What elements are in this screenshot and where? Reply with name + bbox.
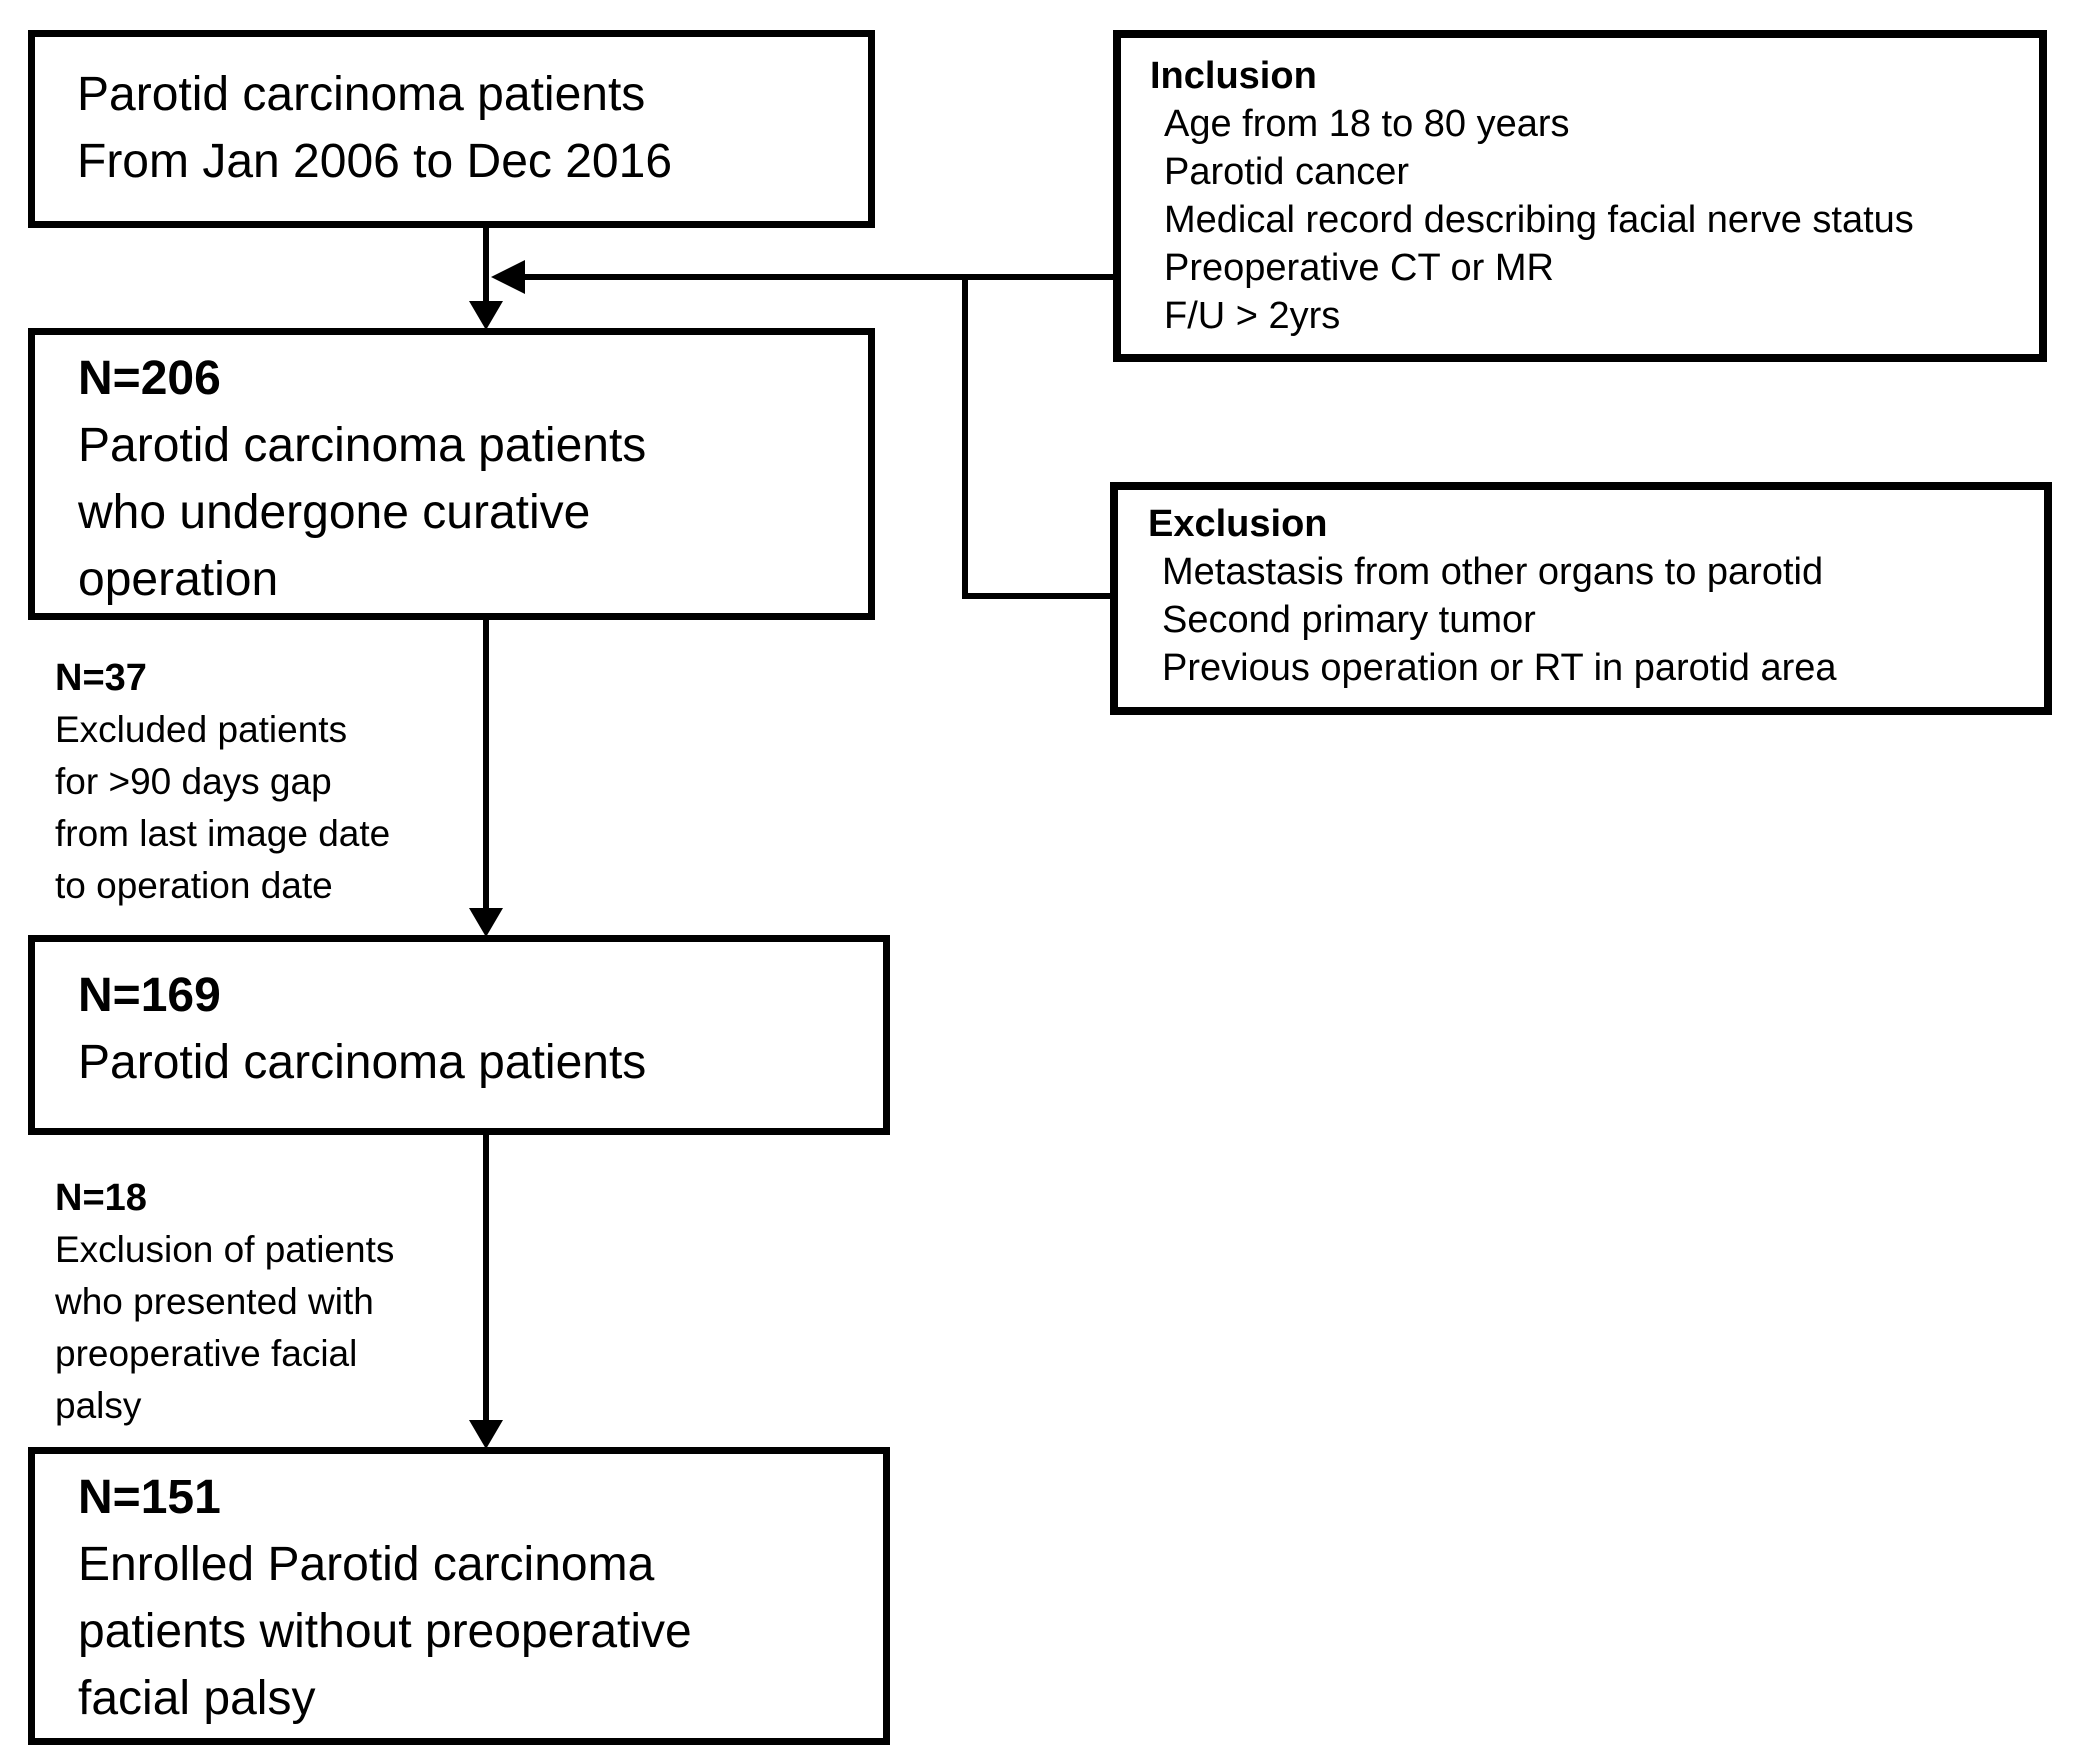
note-text-line: palsy <box>55 1385 142 1426</box>
note-text-line: from last image date <box>55 813 391 854</box>
arrow-down-icon <box>469 908 503 937</box>
box-text-line: Parotid carcinoma patients <box>77 68 646 121</box>
inclusion-item: F/U > 2yrs <box>1164 295 1341 337</box>
box-text-line: Enrolled Parotid carcinoma <box>78 1538 655 1591</box>
box-text-line: facial palsy <box>78 1672 316 1725</box>
inclusion-item: Medical record describing facial nerve s… <box>1164 199 1914 241</box>
box-text-line: Parotid carcinoma patients <box>78 419 647 472</box>
box-text-line: Parotid carcinoma patients <box>78 1036 647 1089</box>
note-text-line: for >90 days gap <box>55 761 332 802</box>
note-text-line: who presented with <box>55 1281 374 1322</box>
inclusion-item: Parotid cancer <box>1164 151 1410 193</box>
box-exclusion-criteria: Exclusion Metastasis from other organs t… <box>1110 482 2052 715</box>
note-text-line: Exclusion of patients <box>55 1229 395 1270</box>
arrow-down-icon <box>469 301 503 330</box>
note-text-line: preoperative facial <box>55 1333 358 1374</box>
note-text-line: Excluded patients <box>55 709 348 750</box>
note-excluded-gap: N=37 Excluded patients for >90 days gap … <box>55 652 390 912</box>
exclusion-item: Metastasis from other organs to parotid <box>1162 551 1824 593</box>
arrow-left-icon <box>491 260 525 294</box>
exclusion-item: Second primary tumor <box>1162 599 1536 641</box>
box-inclusion-criteria: Inclusion Age from 18 to 80 years Paroti… <box>1113 30 2047 362</box>
exclusion-connector-line <box>962 277 1110 599</box>
box-operated-cohort: N=206 Parotid carcinoma patients who und… <box>28 328 875 620</box>
exclusion-item: Previous operation or RT in parotid area <box>1162 647 1837 689</box>
arrow-down-icon <box>469 1420 503 1449</box>
excluded-count: N=18 <box>55 1177 147 1219</box>
box-n169-cohort: N=169 Parotid carcinoma patients <box>28 935 890 1135</box>
cohort-count: N=151 <box>78 1471 221 1524</box>
note-excluded-palsy: N=18 Exclusion of patients who presented… <box>55 1172 394 1432</box>
exclusion-title: Exclusion <box>1148 503 1328 545</box>
cohort-count: N=206 <box>78 352 221 405</box>
note-text-line: to operation date <box>55 865 333 906</box>
excluded-count: N=37 <box>55 657 147 699</box>
box-text-line: patients without preoperative <box>78 1605 692 1658</box>
box-initial-cohort: Parotid carcinoma patients From Jan 2006… <box>28 30 875 228</box>
inclusion-item: Age from 18 to 80 years <box>1164 103 1570 145</box>
box-text-line: operation <box>78 553 279 606</box>
box-text-line: From Jan 2006 to Dec 2016 <box>77 135 673 188</box>
inclusion-item: Preoperative CT or MR <box>1164 247 1554 289</box>
cohort-count: N=169 <box>78 969 221 1022</box>
box-enrolled-cohort: N=151 Enrolled Parotid carcinoma patient… <box>28 1447 890 1745</box>
inclusion-title: Inclusion <box>1150 55 1317 97</box>
box-text-line: who undergone curative <box>78 486 591 539</box>
